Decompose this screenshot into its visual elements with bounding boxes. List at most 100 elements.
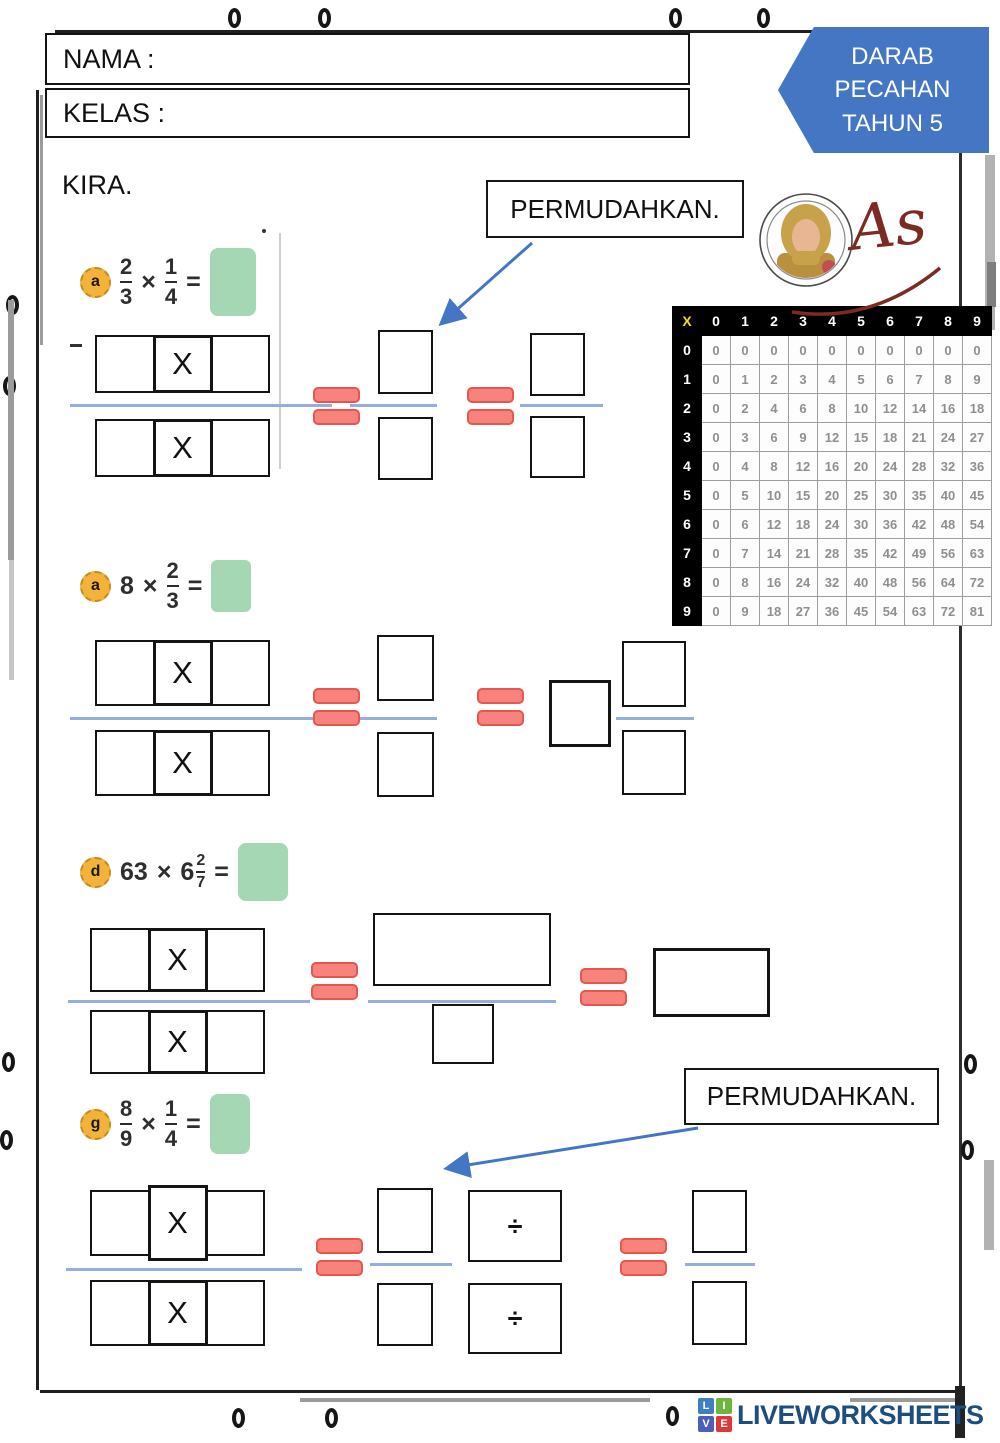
mult-table-cell: 24 (817, 509, 847, 539)
mult-table-cell: 54 (875, 596, 905, 626)
multiply-sign: X (172, 346, 193, 381)
answer-slot[interactable] (692, 1281, 747, 1345)
mult-table-cell: 3 (788, 364, 818, 394)
fraction: 8 9 (120, 1095, 133, 1151)
mult-table-cell: 9 (962, 306, 992, 336)
fraction-line (520, 404, 603, 407)
answer-slot[interactable] (377, 635, 434, 701)
answer-slot[interactable] (90, 1280, 150, 1346)
answer-slot[interactable] (210, 640, 270, 706)
numerator: 1 (164, 1095, 178, 1121)
binder-ring-icon (669, 8, 682, 28)
banner-line2: PECAHAN (834, 76, 951, 104)
numerator: 2 (120, 253, 133, 279)
scan-artifact (984, 1160, 994, 1250)
logo-square-e: E (716, 1416, 732, 1432)
mixed-whole: 6 (180, 857, 195, 886)
mult-table-cell: 0 (701, 509, 731, 539)
answer-slot[interactable] (530, 333, 585, 396)
mult-table-cell: 36 (875, 509, 905, 539)
problem-1-badge: a (80, 266, 111, 298)
divide-box[interactable]: ÷ (468, 1283, 562, 1354)
frame-right (959, 30, 962, 1390)
fraction-line (70, 404, 332, 407)
binder-ring-icon (0, 1130, 13, 1150)
signature: As (846, 184, 931, 265)
mult-table-cell: 0 (701, 422, 731, 452)
answer-slot[interactable] (210, 730, 270, 796)
answer-box-p2[interactable] (211, 560, 252, 612)
fraction: 1 4 (164, 255, 178, 309)
mult-table-cell: 12 (875, 393, 905, 423)
answer-slot[interactable] (90, 1010, 150, 1074)
kira-heading: KIRA. (62, 170, 133, 200)
kelas-field[interactable]: KELAS : (45, 88, 690, 138)
mult-table-cell: 12 (817, 422, 847, 452)
answer-slot[interactable] (622, 730, 686, 795)
mult-table-cell: X (672, 306, 702, 336)
answer-slot[interactable] (378, 417, 433, 480)
divide-box[interactable]: ÷ (468, 1190, 562, 1262)
answer-slot[interactable] (377, 1188, 433, 1253)
mult-table-cell: 6 (875, 364, 905, 394)
mult-table-cell: 21 (788, 538, 818, 568)
multiply-sign: X (172, 745, 193, 780)
mult-table-cell: 0 (962, 335, 992, 365)
answer-slot[interactable] (210, 419, 270, 477)
answer-slot[interactable] (622, 641, 686, 707)
answer-box-p4[interactable] (209, 1094, 250, 1154)
equals-sign (316, 1238, 363, 1276)
mult-table-cell: 42 (875, 538, 905, 568)
banner-line3: TAHUN 5 (842, 109, 943, 137)
fraction-line (350, 404, 437, 407)
problem-3-badge: d (80, 856, 111, 888)
divide-sign: ÷ (507, 1303, 523, 1333)
answer-slot[interactable] (205, 1010, 265, 1074)
answer-slot[interactable] (530, 416, 585, 478)
answer-slot[interactable] (377, 732, 434, 797)
liveworksheets-logo[interactable]: L I V E LIVEWORKSHEETS (698, 1398, 984, 1432)
numerator: 8 (120, 1095, 133, 1121)
problem-2-equation: a 8 × 2 3 = (80, 550, 252, 622)
answer-slot[interactable] (95, 335, 155, 393)
mult-table-cell: 8 (730, 567, 760, 597)
answer-box-p1[interactable] (209, 248, 256, 316)
fraction-bar (196, 871, 206, 873)
answer-slot[interactable] (377, 1283, 433, 1346)
p2-denominator-boxes: X (95, 730, 270, 796)
mult-table-cell: 63 (962, 538, 992, 568)
binder-ring-icon (666, 1406, 679, 1426)
answer-slot[interactable] (205, 1280, 265, 1346)
answer-slot[interactable] (210, 335, 270, 393)
mult-table-cell: 30 (846, 509, 876, 539)
answer-slot[interactable] (205, 1190, 265, 1256)
fraction-bar (120, 280, 133, 284)
equals-sign (580, 968, 627, 1006)
mult-table-cell: 9 (962, 364, 992, 394)
stray-dash (70, 344, 82, 347)
multiply-sign: X (167, 1205, 188, 1240)
mult-table-cell: 20 (846, 451, 876, 481)
nama-field[interactable]: NAMA : (45, 33, 690, 85)
answer-box-p3[interactable] (237, 843, 288, 901)
answer-slot[interactable] (205, 928, 265, 992)
mult-table-cell: 24 (788, 567, 818, 597)
answer-slot[interactable] (90, 1190, 150, 1256)
mult-table-cell: 12 (788, 451, 818, 481)
mult-table-cell: 0 (701, 538, 731, 568)
answer-slot[interactable] (378, 330, 433, 394)
answer-slot-result[interactable] (653, 948, 770, 1017)
answer-slot-whole[interactable] (549, 680, 611, 747)
answer-slot[interactable] (692, 1190, 747, 1253)
answer-slot[interactable] (95, 640, 155, 706)
p3-numerator-boxes: X (90, 928, 265, 992)
answer-slot[interactable] (95, 419, 155, 477)
answer-slot[interactable] (95, 730, 155, 796)
mult-table-cell: 0 (846, 335, 876, 365)
answer-slot[interactable] (90, 928, 150, 992)
answer-slot[interactable] (432, 1004, 494, 1064)
fraction-line (66, 1268, 302, 1271)
multiply-operator: × (141, 267, 156, 296)
answer-slot-wide[interactable] (373, 913, 551, 986)
equals-sign (313, 688, 360, 726)
